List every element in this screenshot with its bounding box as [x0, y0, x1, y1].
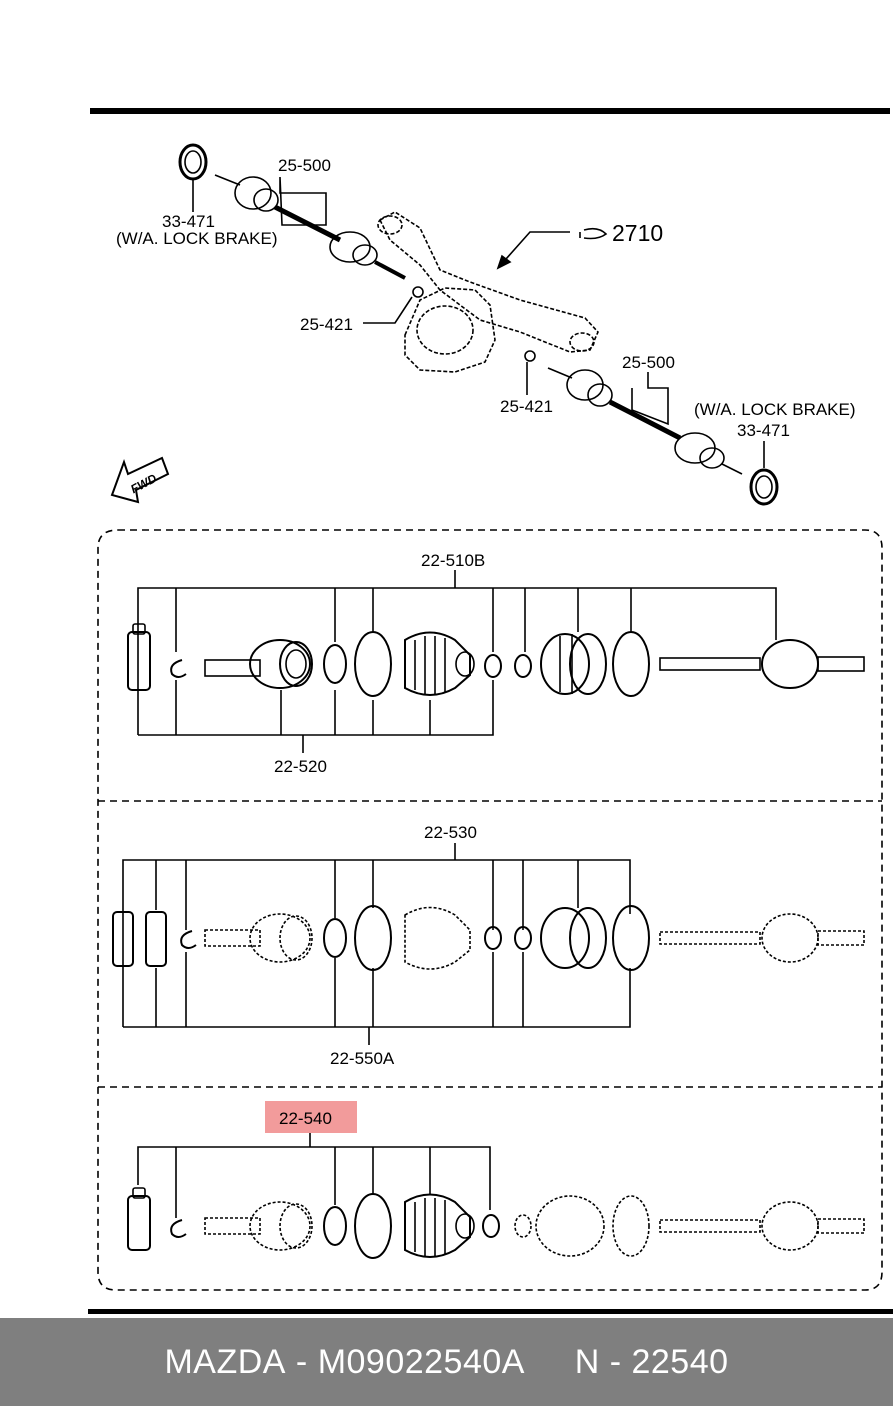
boot-icon	[404, 1193, 475, 1258]
label-25-500-left: 25-500	[278, 156, 331, 175]
fwd-arrow-icon	[110, 456, 170, 504]
panel-2	[112, 843, 865, 1045]
small-band-icon	[484, 926, 502, 950]
reference-pointer-icon	[579, 227, 608, 240]
grease-tube-icon	[127, 1195, 151, 1251]
boot-band-icon	[323, 918, 347, 958]
axle-shaft-left	[214, 174, 406, 280]
differential-housing	[377, 211, 599, 373]
footer-gap	[525, 1343, 575, 1382]
footer-brand: MAZDA	[164, 1342, 286, 1381]
label-25-421-center: 25-421	[500, 397, 553, 416]
top-assembly	[110, 143, 779, 506]
outer-clamp-icon	[612, 905, 650, 971]
small-band-icon-2	[514, 654, 532, 678]
top-rule	[90, 108, 890, 114]
boot-dashed-icon	[404, 906, 471, 970]
clip-right	[524, 350, 536, 362]
label-33-471-right: 33-471	[737, 421, 790, 440]
label-25-500-right: 25-500	[622, 353, 675, 372]
label-lock-brake-right: (W/A. LOCK BRAKE)	[694, 400, 856, 419]
grease-tube-icon	[127, 631, 151, 691]
label-33-471-left: 33-471	[162, 212, 215, 231]
label-22-510b: 22-510B	[421, 551, 485, 570]
label-22-540: 22-540	[279, 1109, 332, 1128]
small-band-icon	[484, 654, 502, 678]
clip-left	[412, 286, 424, 298]
inner-joint-housing-icon	[204, 639, 313, 689]
highlight-22-540	[265, 1101, 357, 1133]
parts-diagram: 33-471 (W/A. LOCK BRAKE) 25-500 2710 25-…	[88, 108, 893, 1314]
axle-shaft-right	[547, 367, 743, 475]
boot-clamp-icon	[354, 905, 392, 971]
footer-bar: MAZDA - M09022540A N - 22540	[0, 1318, 893, 1406]
seal-ring-right	[749, 468, 779, 506]
snap-ring-icon	[170, 659, 187, 678]
inner-joint-housing-dashed-icon	[204, 1201, 313, 1251]
outer-boot-icon	[540, 633, 607, 695]
label-lock-brake-left: (W/A. LOCK BRAKE)	[116, 229, 278, 248]
outer-parts-dashed-icon	[514, 1195, 865, 1257]
grease-tube-icon-2	[145, 911, 167, 967]
panel-frame	[97, 529, 883, 1291]
small-band-icon	[482, 1214, 500, 1238]
axle-shaft-icon	[659, 639, 865, 689]
outer-clamp-icon	[612, 631, 650, 697]
snap-ring-icon	[170, 1219, 187, 1238]
grease-tube-icon-1	[112, 911, 134, 967]
label-22-530: 22-530	[424, 823, 477, 842]
boot-clamp-icon	[354, 631, 392, 697]
label-22-550a: 22-550A	[330, 1049, 395, 1068]
boot-band-icon	[323, 644, 347, 684]
footer-separator: -	[285, 1342, 318, 1381]
axle-shaft-dashed-icon	[659, 913, 865, 963]
label-25-421-left: 25-421	[300, 315, 353, 334]
inner-joint-housing-dashed-icon	[204, 913, 313, 963]
outer-boot-icon	[540, 907, 607, 969]
label-fwd: FWD	[128, 471, 159, 496]
footer-code: N - 22540	[574, 1342, 729, 1381]
label-22-520: 22-520	[274, 757, 327, 776]
boot-clamp-icon	[354, 1193, 392, 1259]
panel-1	[127, 570, 865, 753]
boot-band-icon	[323, 1206, 347, 1246]
seal-ring-left	[178, 143, 208, 181]
footer-part-number: M09022540A	[317, 1342, 525, 1381]
small-band-icon-2	[514, 926, 532, 950]
boot-icon	[404, 631, 475, 696]
label-2710: 2710	[612, 220, 663, 246]
panel-3	[127, 1133, 865, 1259]
snap-ring-icon	[180, 930, 197, 949]
bottom-rule	[88, 1309, 893, 1314]
